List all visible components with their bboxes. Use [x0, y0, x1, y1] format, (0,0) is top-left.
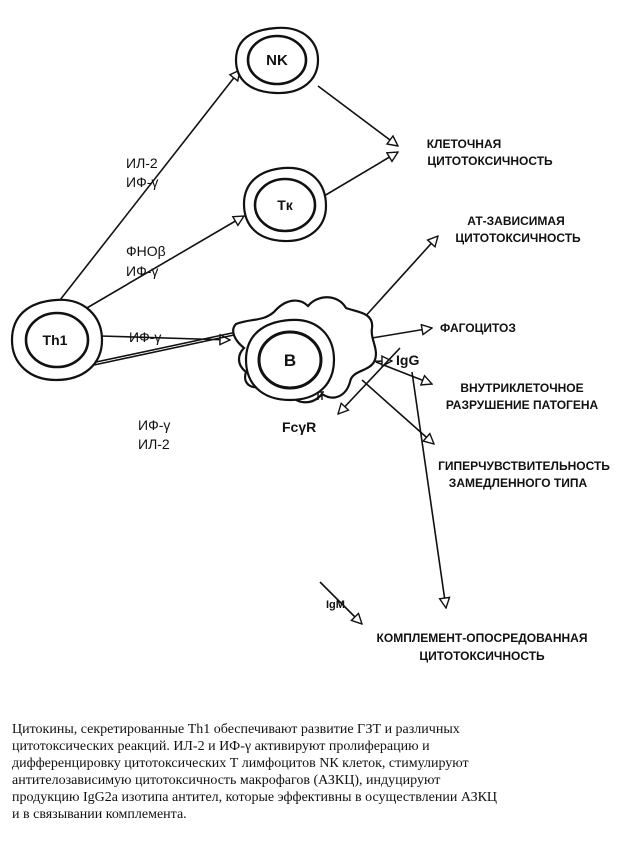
outcome-compl-2: ЦИТОТОКСИЧНОСТЬ: [419, 649, 545, 663]
b-label: B: [284, 351, 296, 370]
outcome-intra-1: ВНУТРИКЛЕТОЧНОЕ: [460, 381, 583, 395]
nk-label: NK: [266, 52, 288, 69]
label-ifg-upper: ИФ-γ: [126, 174, 158, 190]
arrow-mf-to-dth: [361, 379, 434, 444]
th1-label: Th1: [43, 332, 68, 348]
caption-line: антителозависимую цитотоксичность макроф…: [12, 773, 441, 788]
caption-line: цитотоксических реакций. ИЛ-2 и ИФ-γ акт…: [12, 739, 430, 754]
label-ifg-mid: ИФ-γ: [129, 329, 161, 345]
arrow-tk-to-cell-cytotox: [323, 152, 398, 197]
arrow-th1-to-b: [81, 329, 247, 366]
arrow-igm-to-complement: [319, 581, 362, 624]
figure-caption: Цитокины, секретированные Th1 обеспечива…: [12, 721, 622, 823]
outcome-cell-cytotox-2: ЦИТОТОКСИЧНОСТЬ: [427, 154, 553, 168]
arrow-th1-to-nk: [59, 70, 240, 301]
nk-cell: NK: [234, 26, 320, 95]
label-ifg-lower: ИФ-γ: [138, 417, 170, 433]
label-igg: IgG: [396, 352, 419, 368]
arrow-mf-to-ab-cytotox: [361, 236, 438, 321]
th1-b-arrow-final: [79, 332, 248, 369]
arrow-th1-to-tk: [79, 216, 244, 313]
tk-cell: Tк: [242, 166, 328, 243]
label-igm: IgM: [326, 599, 345, 611]
arrow-th1-to-mf: [99, 336, 230, 340]
outcome-dth-2: ЗАМЕДЛЕННОГО ТИПА: [449, 476, 588, 490]
label-il2-upper: ИЛ-2: [126, 155, 158, 171]
label-il2-lower: ИЛ-2: [138, 436, 170, 452]
th1-cell: Th1: [10, 298, 104, 382]
label-fcgr: FcγR: [282, 419, 316, 435]
label-ifg-tnf: ИФ-γ: [126, 263, 158, 279]
outcome-dth-1: ГИПЕРЧУВСТВИТЕЛЬНОСТЬ: [438, 459, 610, 473]
outcome-phago: ФАГОЦИТОЗ: [440, 321, 516, 335]
outcome-intra-2: РАЗРУШЕНИЕ ПАТОГЕНА: [446, 398, 599, 412]
arrow-mf-to-phago: [371, 328, 432, 339]
arrow-igg-to-fcgr: [338, 347, 401, 414]
b-cell: B: [244, 318, 336, 402]
arrow-nk-to-cell-cytotox: [317, 85, 398, 146]
caption-line: дифференцировку цитотоксических Т лимфоц…: [12, 756, 469, 771]
outcome-ab-cytotox-1: АТ-ЗАВИСИМАЯ: [467, 214, 564, 228]
caption-line: Цитокины, секретированные Th1 обеспечива…: [12, 722, 460, 737]
caption-line: продукцию IgG2a изотипа антител, которые…: [12, 790, 498, 805]
outcome-cell-cytotox-1: КЛЕТОЧНАЯ: [427, 137, 502, 151]
caption-line: и в связывании комплемента.: [12, 807, 187, 822]
outcome-ab-cytotox-2: ЦИТОТОКСИЧНОСТЬ: [455, 231, 581, 245]
label-tnfb: ФНОβ: [126, 243, 166, 259]
cytokine-diagram: NK Tк Th1 Мф B ИЛ-2 ИФ-γ ФНОβ ИФ-γ ИФ-γ …: [10, 26, 610, 663]
arrow-igg-to-complement: [411, 371, 446, 608]
outcome-compl-1: КОМПЛЕМЕНТ-ОПОСРЕДОВАННАЯ: [377, 631, 588, 645]
tk-label: Tк: [277, 197, 294, 213]
